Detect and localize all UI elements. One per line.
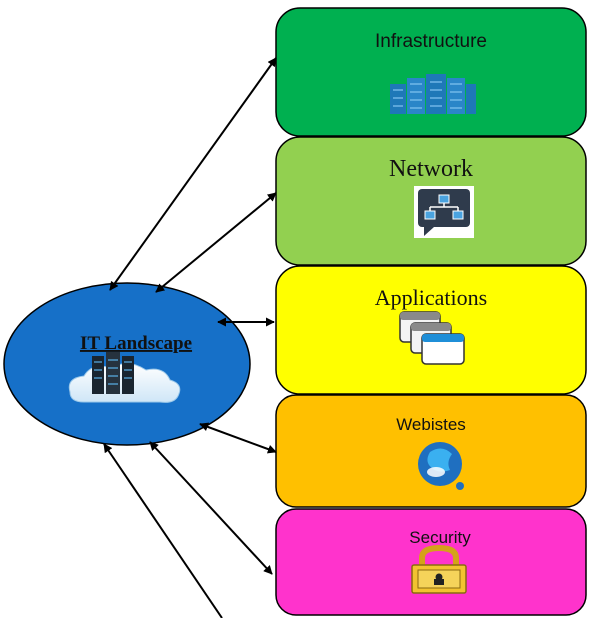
windows-stack-icon <box>399 311 465 365</box>
padlock-icon <box>411 544 467 594</box>
connector-websites <box>199 422 277 454</box>
box-websites: Webistes <box>275 394 587 508</box>
box-infrastructure: Infrastructure <box>275 7 587 137</box>
box-security: Security <box>275 508 587 616</box>
connector-lower <box>103 443 223 618</box>
box-security-label: Security <box>409 528 471 547</box>
box-security-shape <box>275 508 587 616</box>
server-rack-icon <box>390 74 476 114</box>
box-network-label: Network <box>389 156 473 182</box>
server-cloud-icon <box>68 352 181 403</box>
box-applications-label: Applications <box>375 285 487 310</box>
connector-security <box>149 441 273 575</box>
connector-infrastructure <box>109 57 277 291</box>
box-websites-label: Webistes <box>396 415 466 434</box>
hub-title: IT Landscape <box>80 333 192 354</box>
connector-network <box>155 192 277 293</box>
connectors <box>103 57 277 618</box>
box-applications: Applications <box>275 265 587 395</box>
globe-www-icon <box>418 442 464 490</box>
box-infrastructure-shape <box>275 7 587 137</box>
box-network: Network <box>275 136 587 266</box>
network-icon <box>414 186 474 238</box>
hub-it-landscape: IT Landscape <box>3 282 251 446</box>
box-infrastructure-label: Infrastructure <box>375 31 487 52</box>
